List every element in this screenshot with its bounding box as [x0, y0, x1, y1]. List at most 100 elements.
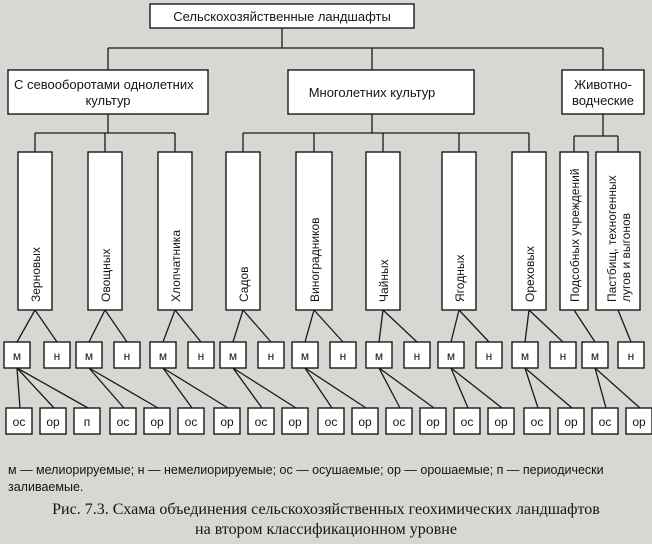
connector-line [16, 367, 55, 409]
water-regime-box-11 [351, 407, 379, 435]
connector-line [378, 367, 401, 409]
water-regime-box-3 [73, 407, 101, 435]
legend-text: м — мелиорируемые; н — немелиорируемые; … [8, 463, 604, 494]
melioration-box-7 [219, 341, 247, 369]
connector-line [528, 309, 564, 343]
group-label: С севооборотами однолетних [14, 77, 194, 92]
subtype-label: Хлопчатника [169, 230, 183, 302]
connector-line [88, 367, 125, 409]
water-regime-box-5 [143, 407, 171, 435]
melioration-label: м [447, 349, 455, 363]
connector-line [524, 367, 573, 409]
melioration-box-13 [437, 341, 465, 369]
connector-line [594, 367, 641, 409]
connector-line [16, 367, 21, 409]
subtype-label: Ореховых [523, 246, 537, 302]
melioration-label: м [229, 349, 237, 363]
melioration-label: н [54, 349, 61, 363]
connector-line [174, 309, 202, 343]
caption-line-2: на втором классификационном уровне [195, 521, 457, 538]
melioration-label: н [198, 349, 205, 363]
melioration-label: м [301, 349, 309, 363]
melioration-box-12 [403, 341, 431, 369]
melioration-box-9 [291, 341, 319, 369]
water-regime-label: ос [325, 415, 338, 429]
figure-caption: Рис. 7.3. Схама объединения сельскохозяй… [0, 500, 652, 540]
water-regime-box-6 [177, 407, 205, 435]
connector-line [594, 367, 607, 409]
water-regime-box-2 [39, 407, 67, 435]
water-regime-label: ор [632, 415, 646, 429]
connector-line [16, 309, 36, 343]
melioration-box-1 [3, 341, 31, 369]
melioration-label: м [159, 349, 167, 363]
group-label: Животно- [574, 77, 632, 92]
melioration-box-18 [617, 341, 645, 369]
connector-line [232, 367, 297, 409]
subtype-box-1 [17, 151, 53, 311]
water-regime-label: ос [117, 415, 130, 429]
connector-line [450, 367, 503, 409]
subtype-label: Виноградников [308, 218, 322, 303]
water-regime-label: ос [255, 415, 268, 429]
connector-line [304, 367, 333, 409]
connector-lines [16, 28, 641, 409]
connector-line [242, 309, 272, 343]
water-regime-box-7 [213, 407, 241, 435]
subtype-label: лугов и выгонов [619, 213, 633, 302]
subtype-box-3 [157, 151, 193, 311]
connector-line [450, 367, 469, 409]
water-regime-box-15 [487, 407, 515, 435]
melioration-box-17 [581, 341, 609, 369]
subtype-label: Подсобных учреждений [568, 168, 582, 302]
melioration-box-2 [43, 341, 71, 369]
melioration-box-16 [549, 341, 577, 369]
connector-line [617, 309, 632, 343]
subtype-label: Чайных [377, 259, 391, 302]
water-regime-box-12 [385, 407, 413, 435]
melioration-label: м [521, 349, 529, 363]
water-regime-label: ор [150, 415, 164, 429]
water-regime-label: ор [494, 415, 508, 429]
caption-line-1: Рис. 7.3. Схама объединения сельскохозяй… [52, 501, 600, 518]
connector-line [104, 309, 128, 343]
melioration-box-10 [329, 341, 357, 369]
water-regime-label: ор [358, 415, 372, 429]
subtype-box-2 [87, 151, 123, 311]
subtype-box-4 [225, 151, 261, 311]
water-regime-box-4 [109, 407, 137, 435]
connector-line [88, 309, 106, 343]
water-regime-box-19 [625, 407, 652, 435]
connector-line [524, 367, 539, 409]
water-regime-box-9 [281, 407, 309, 435]
water-regime-label: ос [185, 415, 198, 429]
subtype-box-9 [559, 151, 589, 311]
connector-line [573, 309, 596, 343]
melioration-label: м [591, 349, 599, 363]
connector-line [88, 367, 159, 409]
melioration-box-8 [257, 341, 285, 369]
melioration-label: н [268, 349, 275, 363]
melioration-box-6 [187, 341, 215, 369]
water-regime-label: п [84, 415, 91, 429]
melioration-box-15 [511, 341, 539, 369]
water-regime-box-10 [317, 407, 345, 435]
water-regime-box-1 [5, 407, 33, 435]
connector-line [162, 367, 229, 409]
group-label: культур [85, 93, 130, 108]
melioration-label: н [486, 349, 493, 363]
connector-line [378, 367, 435, 409]
connector-line [304, 309, 315, 343]
water-regime-label: ор [564, 415, 578, 429]
water-regime-label: ор [426, 415, 440, 429]
connector-line [378, 309, 384, 343]
root-box [149, 3, 415, 29]
melioration-box-4 [113, 341, 141, 369]
subtype-label: Овощных [99, 249, 113, 302]
connector-line [162, 367, 193, 409]
water-regime-label: ос [531, 415, 544, 429]
group-box-2 [287, 69, 475, 115]
subtype-label: Ягодных [453, 255, 467, 302]
melioration-label: н [414, 349, 421, 363]
